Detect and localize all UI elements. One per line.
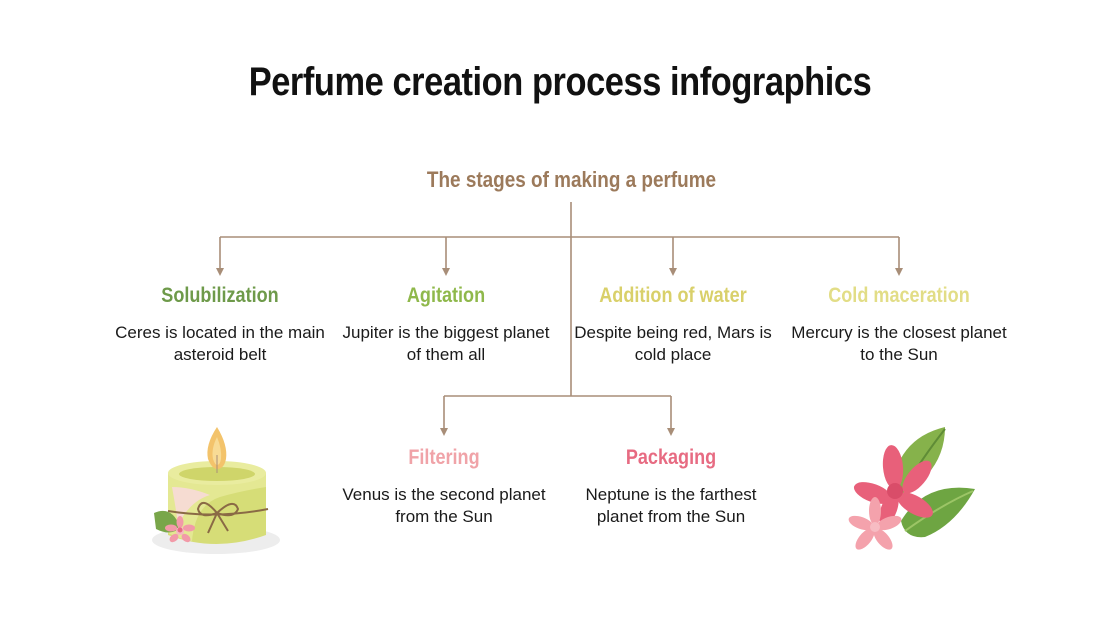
candle-illustration: [152, 427, 280, 554]
stage-addition-of-water: Addition of water Despite being red, Mar…: [563, 284, 783, 366]
stage-title: Addition of water: [599, 284, 747, 307]
page-title: Perfume creation process infographics: [248, 60, 872, 104]
stage-description: Venus is the second planet from the Sun: [342, 485, 546, 526]
stage-agitation: Agitation Jupiter is the biggest planet …: [336, 284, 556, 366]
stage-title: Packaging: [625, 446, 717, 469]
diagram-root-label: The stages of making a perfume: [426, 167, 717, 192]
stage-description: Despite being red, Mars is cold place: [574, 323, 772, 364]
stage-description: Jupiter is the biggest planet of them al…: [342, 323, 550, 364]
stage-title: Agitation: [406, 284, 486, 307]
stage-description: Mercury is the closest planet to the Sun: [791, 323, 1007, 364]
stage-title: Filtering: [408, 446, 480, 469]
stage-description: Ceres is located in the main asteroid be…: [115, 323, 325, 364]
stage-description: Neptune is the farthest planet from the …: [585, 485, 757, 526]
stage-title: Cold maceration: [828, 284, 970, 307]
stage-solubilization: Solubilization Ceres is located in the m…: [110, 284, 330, 366]
stage-cold-maceration: Cold maceration Mercury is the closest p…: [789, 284, 1009, 366]
flowers-illustration: [848, 427, 975, 550]
stage-packaging: Packaging Neptune is the farthest planet…: [561, 446, 781, 528]
stage-title: Solubilization: [161, 284, 279, 307]
stage-filtering: Filtering Venus is the second planet fro…: [334, 446, 554, 528]
